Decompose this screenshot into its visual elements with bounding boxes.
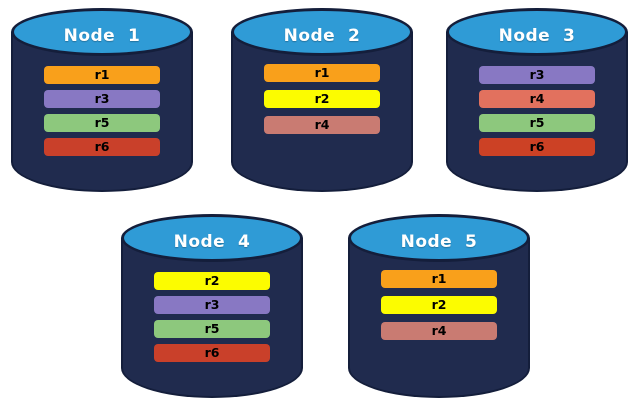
replica-bar-label: r5 (94, 114, 110, 130)
replica-bar-r2: r2 (264, 90, 380, 108)
replica-bar-label: r1 (431, 270, 447, 286)
database-cylinder-icon (121, 238, 303, 398)
node-title: Node 5 (400, 231, 478, 252)
database-cylinder-icon (348, 238, 530, 398)
replica-bar-label: r2 (204, 272, 220, 288)
database-cylinder-top-icon: Node 1 (11, 8, 193, 56)
replica-bar-r5: r5 (154, 320, 270, 338)
database-cylinder-icon (446, 32, 628, 192)
node-title: Node 1 (63, 25, 141, 46)
replica-bar-r6: r6 (154, 344, 270, 362)
replica-bar-r1: r1 (381, 270, 497, 288)
database-cylinder-top-icon: Node 3 (446, 8, 628, 56)
replica-bar-label: r6 (94, 138, 110, 154)
node-5: Node 5 r1 r2 r4 (348, 214, 530, 398)
replica-bar-label: r1 (314, 64, 330, 80)
replica-bar-r1: r1 (44, 66, 160, 84)
replica-bar-r5: r5 (479, 114, 595, 132)
replica-bar-r4: r4 (479, 90, 595, 108)
replica-bar-label: r3 (94, 90, 110, 106)
replica-bar-r3: r3 (479, 66, 595, 84)
replica-bar-label: r4 (529, 90, 545, 106)
replica-bar-list: r1 r2 r4 (264, 64, 380, 134)
replica-bar-r4: r4 (381, 322, 497, 340)
replica-bar-r1: r1 (264, 64, 380, 82)
replica-bar-r2: r2 (154, 272, 270, 290)
replica-bar-r3: r3 (44, 90, 160, 108)
replica-bar-label: r6 (204, 344, 220, 360)
replica-bar-label: r2 (431, 296, 447, 312)
database-cylinder-top-icon: Node 2 (231, 8, 413, 56)
replica-bar-label: r1 (94, 66, 110, 82)
replica-bar-label: r4 (314, 116, 330, 132)
replica-bar-r3: r3 (154, 296, 270, 314)
replica-bar-label: r3 (529, 66, 545, 82)
replica-bar-r2: r2 (381, 296, 497, 314)
database-cylinder-icon (11, 32, 193, 192)
replica-bar-label: r6 (529, 138, 545, 154)
replica-bar-list: r3 r4 r5 r6 (479, 66, 595, 156)
replica-bar-label: r5 (529, 114, 545, 130)
replica-bar-label: r4 (431, 322, 447, 338)
node-title: Node 4 (173, 231, 251, 252)
node-4: Node 4 r2 r3 r5 r6 (121, 214, 303, 398)
database-cylinder-top-icon: Node 4 (121, 214, 303, 262)
node-3: Node 3 r3 r4 r5 r6 (446, 8, 628, 192)
replica-bar-list: r2 r3 r5 r6 (154, 272, 270, 362)
replica-bar-list: r1 r2 r4 (381, 270, 497, 340)
replica-bar-r6: r6 (44, 138, 160, 156)
node-1: Node 1 r1 r3 r5 r6 (11, 8, 193, 192)
replica-bar-label: r3 (204, 296, 220, 312)
replica-bar-label: r5 (204, 320, 220, 336)
database-cylinder-icon (231, 32, 413, 192)
replica-bar-r5: r5 (44, 114, 160, 132)
node-title: Node 3 (498, 25, 576, 46)
replica-bar-r4: r4 (264, 116, 380, 134)
node-title: Node 2 (283, 25, 361, 46)
database-cylinder-top-icon: Node 5 (348, 214, 530, 262)
replica-bar-label: r2 (314, 90, 330, 106)
node-2: Node 2 r1 r2 r4 (231, 8, 413, 192)
replica-bar-r6: r6 (479, 138, 595, 156)
replica-bar-list: r1 r3 r5 r6 (44, 66, 160, 156)
